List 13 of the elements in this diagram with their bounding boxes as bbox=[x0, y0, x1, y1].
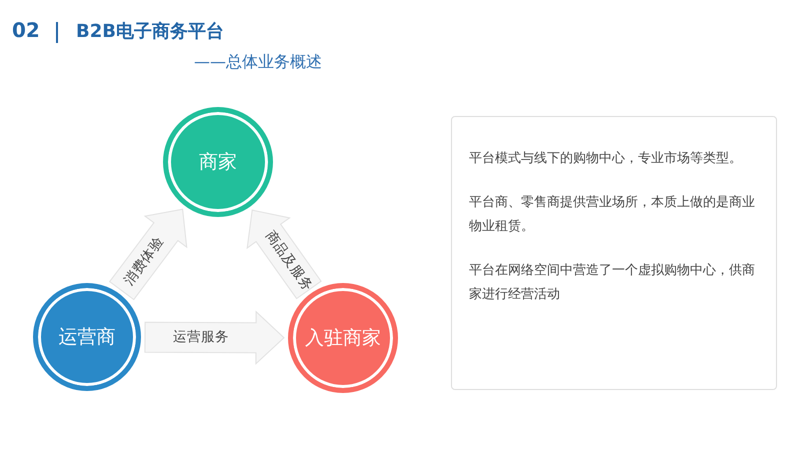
text-card bbox=[451, 116, 777, 390]
block-arrow bbox=[246, 210, 322, 300]
title: B2B电子商务平台 bbox=[76, 20, 224, 43]
circle-node: 商家 bbox=[163, 107, 273, 217]
edge-label: 运营服务 bbox=[172, 328, 229, 347]
block-arrow bbox=[144, 310, 285, 365]
edge-label: 商品及服务 bbox=[260, 228, 316, 296]
paragraph: 平台在网络空间中营造了一个虚拟购物中心，供商家进行经营活动 bbox=[469, 262, 756, 304]
subtitle: ——总体业务概述 bbox=[194, 52, 322, 73]
paragraph: 平台商、零售商提供营业场所，本质上做的是商业物业租赁。 bbox=[469, 194, 756, 236]
block-arrow bbox=[109, 208, 188, 300]
section-number: 02 bbox=[12, 18, 40, 42]
paragraph: 平台模式与线下的购物中心，专业市场等类型。 bbox=[469, 150, 743, 168]
